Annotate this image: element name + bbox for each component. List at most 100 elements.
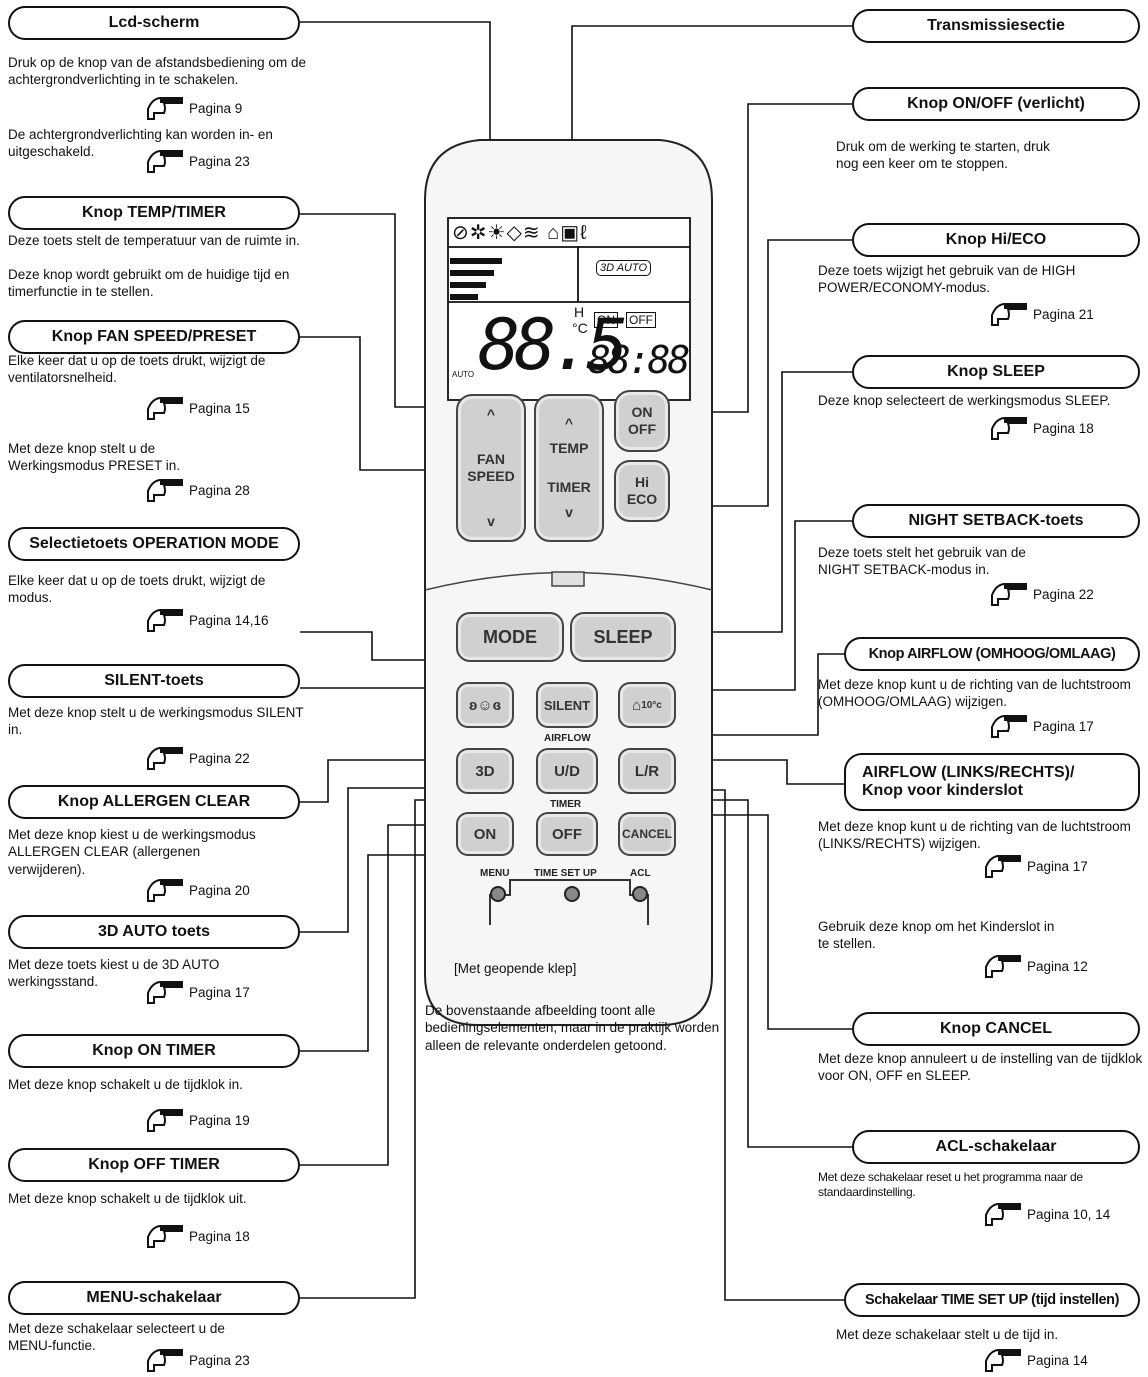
acl-label: ACL: [630, 868, 651, 879]
callout-cancel-desc: Met deze knop annuleert u de instelling …: [818, 1051, 1143, 1084]
note: De bovenstaande afbeelding toont alle be…: [425, 1003, 720, 1053]
fan-up-icon: ^: [486, 406, 496, 423]
lcd-temperature: 88.5: [478, 304, 629, 386]
on-timer-button[interactable]: ON: [456, 812, 514, 856]
callout-hieco-ref: Pagina 21: [990, 300, 1094, 328]
callout-airflow-lr-title: AIRFLOW (LINKS/RECHTS)/ Knop voor kinder…: [844, 753, 1140, 811]
hand-pointer-icon: [991, 715, 1027, 738]
callout-silent-title: SILENT-toets: [8, 664, 300, 698]
callout-temp-timer-desc: Deze toets stelt de temperatuur van de r…: [8, 233, 300, 248]
hand-pointer-icon: [147, 981, 183, 1004]
callout-on-timer-title: Knop ON TIMER: [8, 1034, 300, 1068]
callout-menu-title: MENU-schakelaar: [8, 1281, 300, 1315]
timer-group-label: TIMER: [550, 799, 582, 810]
off-timer-button[interactable]: OFF: [536, 812, 598, 856]
lcd-unit-h: H: [574, 304, 585, 320]
callout-allergen-title: Knop ALLERGEN CLEAR: [8, 785, 300, 819]
airflow-lr-button[interactable]: L/R: [618, 748, 676, 794]
sleep-button[interactable]: SLEEP: [570, 612, 676, 662]
callout-time-set-up-desc: Met deze schakelaar stelt u de tijd in.: [836, 1327, 1059, 1342]
time-set-up-label: TIME SET UP: [534, 868, 597, 879]
callout-mode-desc: Elke keer dat u op de toets drukt, wijzi…: [8, 573, 266, 606]
callout-airflow-lr-title-line1: AIRFLOW (LINKS/RECHTS)/: [862, 763, 1075, 781]
lcd-clock: 88:88: [588, 338, 690, 382]
callout-mode-ref: Pagina 14,16: [146, 606, 269, 634]
callout-acl-title: ACL-schakelaar: [852, 1130, 1140, 1164]
time-set-up-switch[interactable]: [564, 886, 580, 902]
menu-label: MENU: [480, 868, 510, 879]
callout-airflow-ud-ref: Pagina 17: [990, 712, 1094, 740]
temp-label: TEMP: [549, 440, 589, 457]
callout-airflow-lr-desc: Met deze knop kunt u de richting van de …: [818, 819, 1131, 852]
callout-night-setback-title: NIGHT SETBACK-toets: [852, 504, 1140, 538]
night-setback-button[interactable]: ⌂10°c: [618, 682, 676, 728]
allergen-clear-button[interactable]: ʚ☺ɞ: [456, 682, 514, 728]
callout-on-timer-ref: Pagina 19: [146, 1106, 250, 1134]
callout-airflow-ud-desc: Met deze knop kunt u de richting van de …: [818, 677, 1131, 710]
callout-fan-speed-desc2: Met deze knop stelt u de Werkingsmodus P…: [8, 441, 181, 474]
fan-down-icon: v: [487, 512, 495, 529]
callout-night-setback-ref: Pagina 22: [990, 580, 1094, 608]
on-off-button[interactable]: ON OFF: [614, 390, 670, 452]
hand-pointer-icon: [991, 303, 1027, 326]
callout-hieco-desc: Deze toets wijzigt het gebruik van de HI…: [818, 263, 1076, 296]
hand-pointer-icon: [147, 879, 183, 902]
callout-lcd-ref: Pagina 9: [146, 94, 242, 122]
callout-lcd-title: Lcd-scherm: [8, 6, 300, 40]
lcd-on: ON: [594, 312, 618, 328]
fan-speed-button[interactable]: ^ FAN SPEED v: [456, 394, 526, 542]
callout-menu-desc: Met deze schakelaar selecteert u de MENU…: [8, 1321, 225, 1354]
callout-sleep-desc: Deze knop selecteert de werkingsmodus SL…: [818, 393, 1111, 408]
callout-off-timer-desc: Met deze knop schakelt u de tijdklok uit…: [8, 1191, 247, 1206]
callout-acl-desc: Met deze schakelaar reset u het programm…: [818, 1170, 1083, 1200]
callout-airflow-ud-title: Knop AIRFLOW (OMHOOG/OMLAAG): [844, 637, 1140, 671]
cancel-button[interactable]: CANCEL: [618, 812, 676, 856]
temp-down-icon: v: [565, 503, 573, 520]
callout-temp-timer-desc2: Deze knop wordt gebruikt om de huidige t…: [8, 267, 290, 300]
callout-3d-auto-title: 3D AUTO toets: [8, 915, 300, 949]
callout-lcd-ref2: Pagina 23: [146, 147, 250, 175]
temp-timer-button[interactable]: ^ TEMP TIMER v: [534, 394, 604, 542]
lcd-mode-icons: ⊘✲☀◇≋ ⌂▣ℓ: [452, 222, 588, 244]
timer-label: TIMER: [547, 479, 591, 495]
temp-up-icon: ^: [564, 415, 574, 432]
lcd-screen: ⊘✲☀◇≋ ⌂▣ℓ 3D AUTO 88.5 H °C ON OFF 88:88…: [448, 218, 690, 400]
callout-temp-timer-title: Knop TEMP/TIMER: [8, 196, 300, 230]
mode-button[interactable]: MODE: [456, 612, 564, 662]
callout-transmission-title: Transmissiesectie: [852, 9, 1140, 43]
callout-off-timer-title: Knop OFF TIMER: [8, 1148, 300, 1182]
hand-pointer-icon: [147, 1225, 183, 1248]
callout-night-setback-desc: Deze toets stelt het gebruik van de NIGH…: [818, 545, 1026, 578]
hi-eco-button[interactable]: Hi ECO: [614, 460, 670, 522]
allergen-icon: ʚ☺ɞ: [468, 696, 502, 714]
callout-onoff-desc: Druk om de werking te starten, druk nog …: [836, 139, 1050, 172]
callout-sleep-title: Knop SLEEP: [852, 355, 1140, 389]
hand-pointer-icon: [147, 150, 183, 173]
callout-lcd-desc: Druk op de knop van de afstandsbediening…: [8, 55, 306, 88]
hand-pointer-icon: [985, 955, 1021, 978]
callout-sleep-ref: Pagina 18: [990, 414, 1094, 442]
callout-fan-speed-title: Knop FAN SPEED/PRESET: [8, 320, 300, 354]
airflow-ud-button[interactable]: U/D: [536, 748, 598, 794]
callout-allergen-desc: Met deze knop kiest u de werkingsmodus A…: [8, 827, 256, 877]
lcd-unit-c: °C: [572, 320, 588, 336]
hand-pointer-icon: [147, 609, 183, 632]
callout-allergen-ref: Pagina 20: [146, 876, 250, 904]
callout-fan-speed-ref: Pagina 15: [146, 394, 250, 422]
3d-auto-button[interactable]: 3D: [456, 748, 514, 794]
callout-airflow-lr-desc2: Gebruik deze knop om het Kinderslot in t…: [818, 919, 1055, 952]
menu-switch[interactable]: [490, 886, 506, 902]
lcd-3d-auto: 3D AUTO: [596, 260, 652, 276]
hand-pointer-icon: [147, 1109, 183, 1132]
callout-3d-auto-ref: Pagina 17: [146, 978, 250, 1006]
lcd-off: OFF: [626, 312, 656, 328]
lcd-fan-auto: AUTO: [452, 370, 475, 379]
silent-button[interactable]: SILENT: [536, 682, 598, 728]
acl-switch[interactable]: [632, 886, 648, 902]
hand-pointer-icon: [147, 479, 183, 502]
callout-time-set-up-ref: Pagina 14: [984, 1346, 1088, 1374]
night-setback-label: 10°c: [641, 699, 662, 711]
hand-pointer-icon: [985, 1203, 1021, 1226]
hand-pointer-icon: [991, 417, 1027, 440]
callout-onoff-title: Knop ON/OFF (verlicht): [852, 87, 1140, 121]
